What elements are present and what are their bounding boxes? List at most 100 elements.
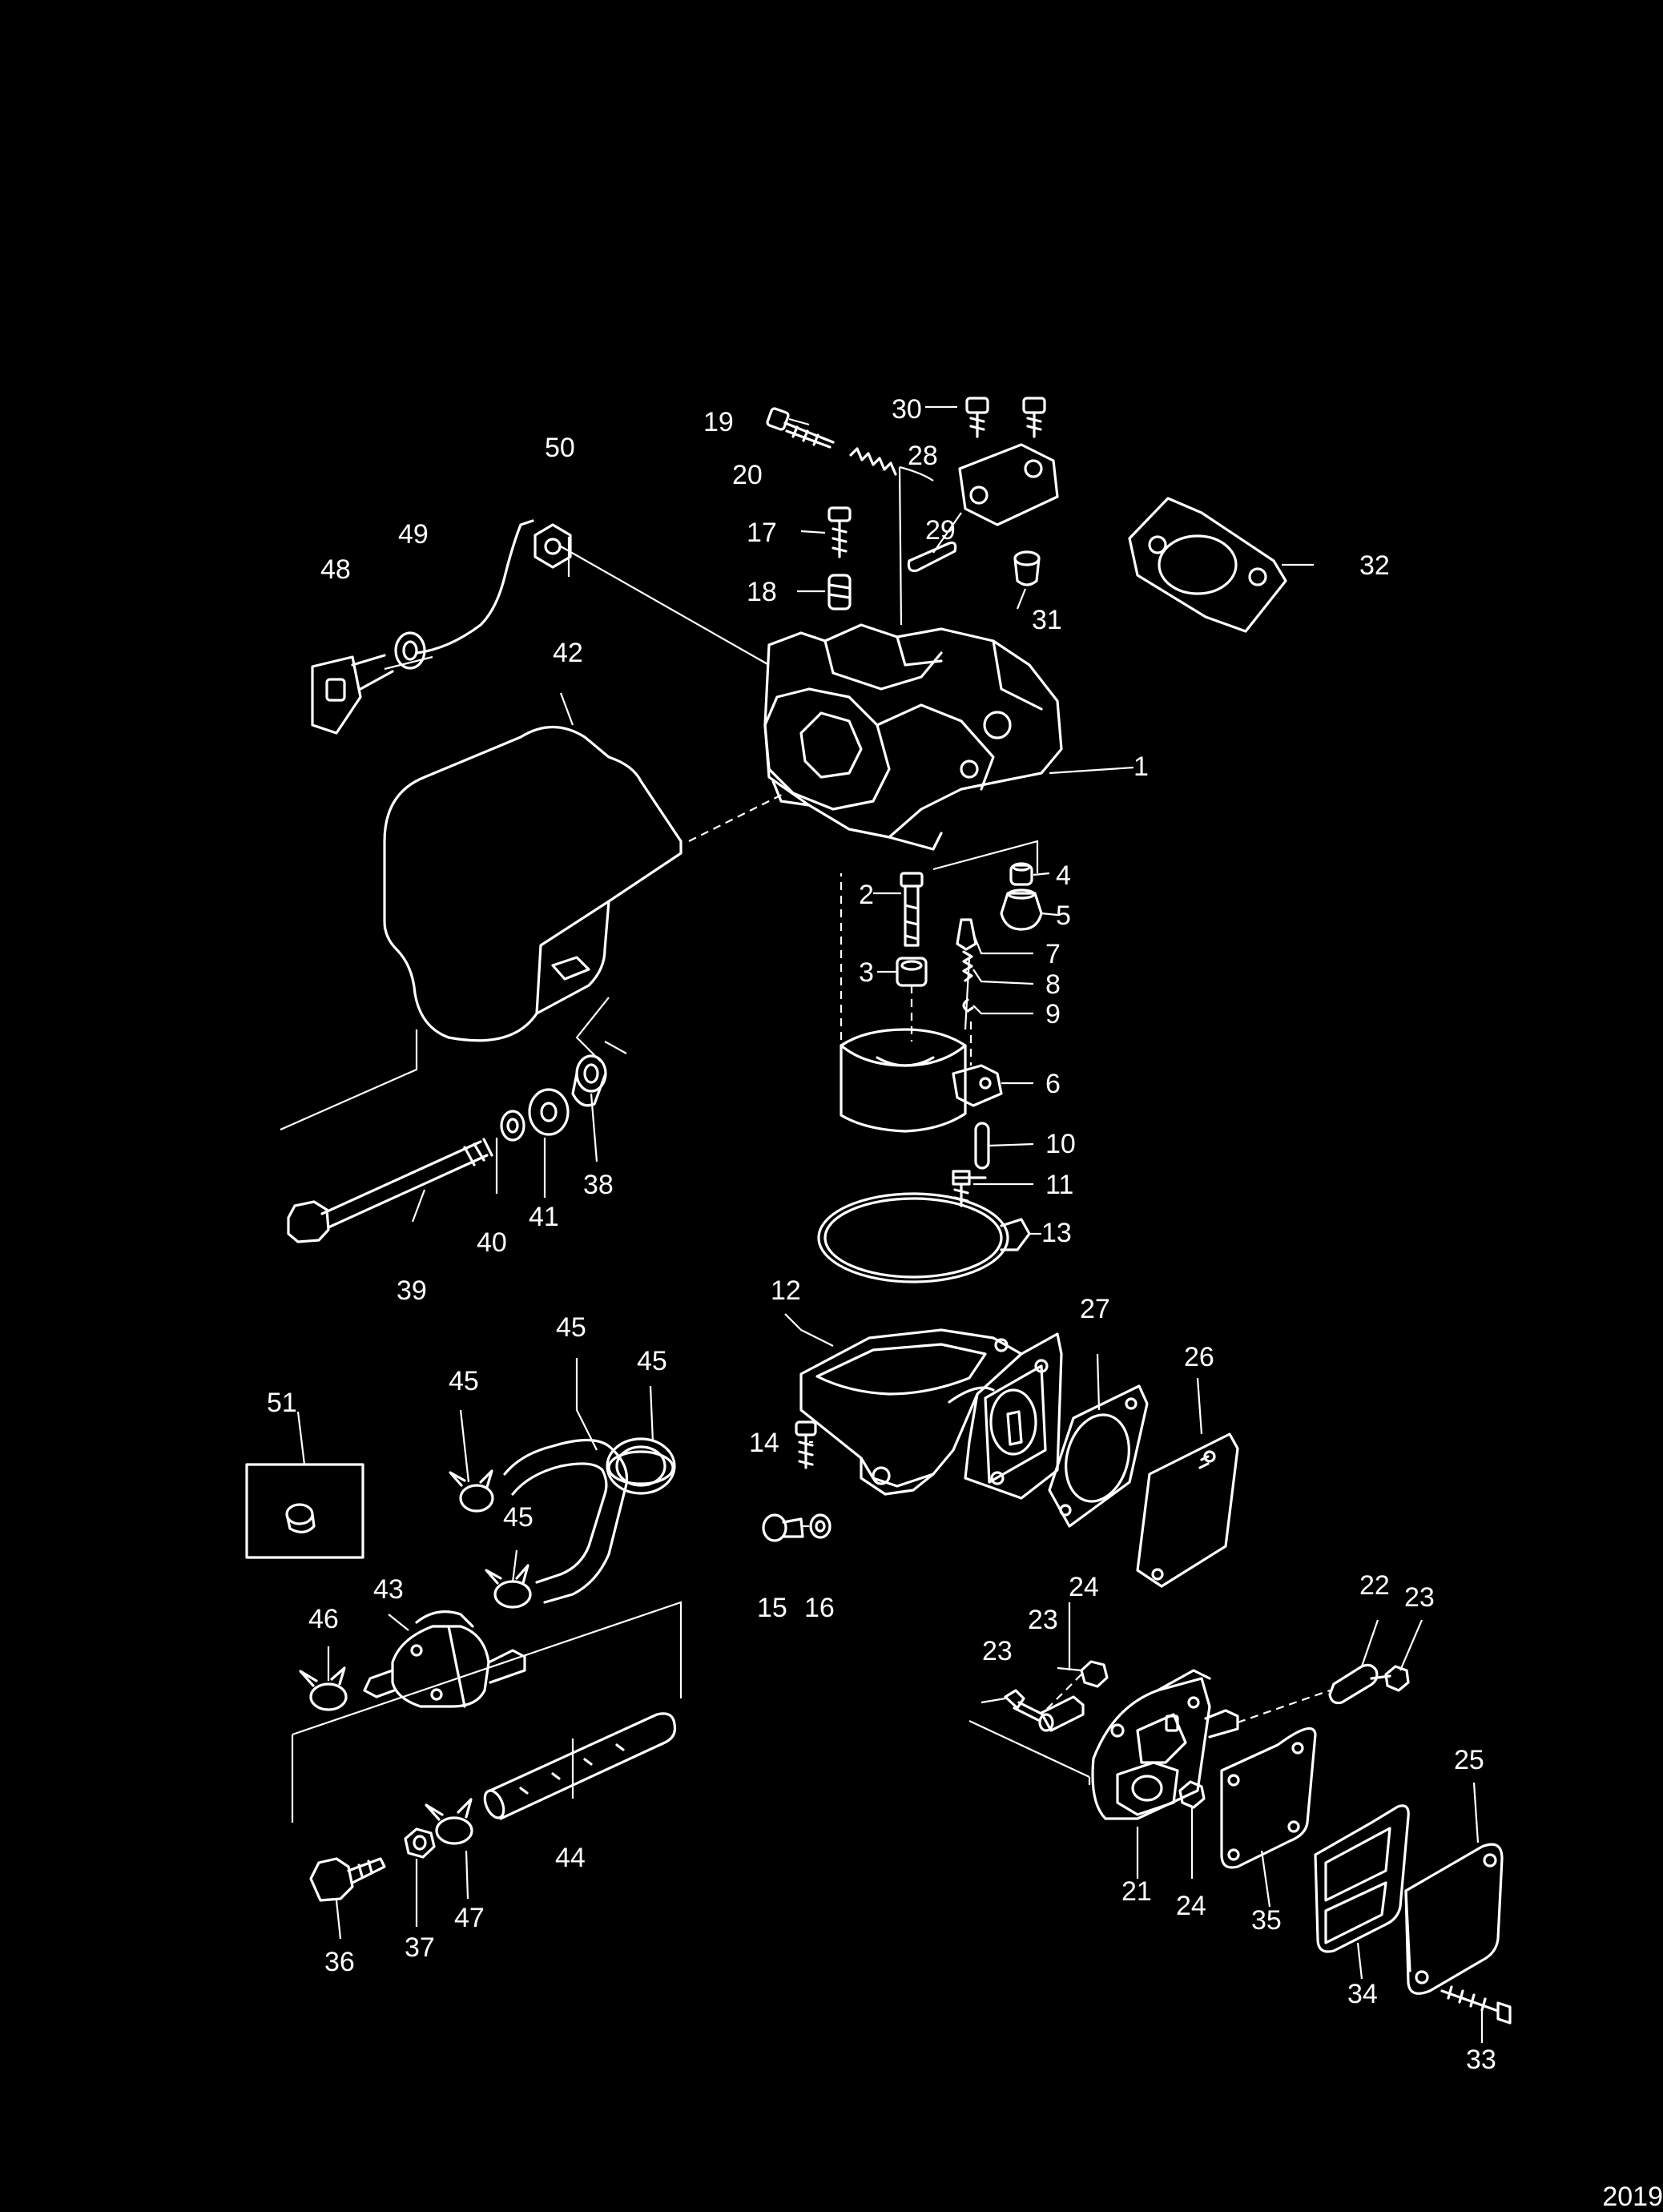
pump-fitting-axis bbox=[1237, 1689, 1331, 1724]
gasket-35 bbox=[1128, 497, 1287, 633]
nut-24-b bbox=[1178, 1780, 1206, 1809]
callout-50: 50 bbox=[545, 433, 575, 463]
callout-43: 45 bbox=[556, 1312, 586, 1343]
spring-8 bbox=[962, 950, 973, 982]
callout-6: 6 bbox=[1045, 1069, 1061, 1099]
choke-knob-48 bbox=[311, 654, 394, 735]
callout-51: 51 bbox=[267, 1388, 297, 1418]
screw-26 bbox=[1440, 1985, 1512, 2025]
inset-51 bbox=[245, 1463, 364, 1559]
callout-49: 49 bbox=[398, 519, 429, 550]
callout-40: 42 bbox=[553, 638, 583, 668]
plug-33 bbox=[1013, 550, 1041, 586]
callout-45-c: 46 bbox=[308, 1604, 339, 1634]
pilot-screw-17 bbox=[827, 506, 852, 558]
callout-26: 33 bbox=[1466, 2045, 1496, 2075]
figure-number: 2019 bbox=[1602, 2182, 1663, 2212]
hose-42 bbox=[483, 1712, 677, 1820]
nut-24-a bbox=[1080, 1660, 1109, 1688]
bushing-36 bbox=[571, 1054, 607, 1107]
main-jet-2 bbox=[900, 872, 924, 947]
gasket-30 bbox=[1048, 1384, 1149, 1528]
callout-14: 14 bbox=[749, 1428, 779, 1458]
callout-21: 21 bbox=[1121, 1876, 1152, 1907]
callout-44: 45 bbox=[637, 1346, 667, 1376]
callout-1: 1 bbox=[1133, 751, 1149, 782]
callout-2: 2 bbox=[859, 880, 874, 910]
callout-25: 25 bbox=[1454, 1745, 1484, 1775]
callout-8: 8 bbox=[1045, 969, 1061, 1000]
callout-47: 37 bbox=[405, 1932, 435, 1963]
callout-22: 22 bbox=[1359, 1570, 1390, 1601]
screw-23-c bbox=[1370, 1665, 1410, 1692]
callout-36: 38 bbox=[583, 1170, 614, 1200]
callout-30: 27 bbox=[1080, 1294, 1110, 1324]
callout-35: 32 bbox=[1359, 550, 1390, 581]
drain-plug-15 bbox=[762, 1513, 804, 1542]
part-drawings bbox=[245, 397, 1512, 2025]
silencer-cover-40 bbox=[383, 725, 683, 1042]
callout-33: 31 bbox=[1032, 605, 1062, 635]
carburetor-body bbox=[763, 623, 1063, 851]
clamp-45-a bbox=[449, 1469, 494, 1513]
callout-23-c: 23 bbox=[1404, 1582, 1435, 1613]
clamp-45-b bbox=[485, 1564, 532, 1609]
callout-labels: 19 20 30 28 17 29 18 31 32 50 49 48 42 1… bbox=[267, 394, 1496, 2075]
float-bowl-12 bbox=[799, 1328, 1023, 1496]
nut-47 bbox=[404, 1827, 436, 1859]
spring-20 bbox=[849, 447, 897, 476]
callout-12: 12 bbox=[771, 1275, 801, 1306]
spring-18 bbox=[827, 574, 852, 610]
callout-42: 44 bbox=[555, 1843, 586, 1873]
callout-32: 29 bbox=[925, 515, 956, 546]
callout-41: 43 bbox=[373, 1574, 404, 1605]
callout-10: 10 bbox=[1045, 1129, 1076, 1159]
washer-38 bbox=[500, 1110, 525, 1142]
callout-7: 7 bbox=[1045, 939, 1061, 969]
callout-18: 18 bbox=[747, 577, 777, 607]
choke-rod bbox=[415, 519, 534, 655]
callout-45-d: 47 bbox=[454, 1903, 485, 1933]
diaphragm-29 bbox=[1136, 1432, 1239, 1588]
callout-4: 4 bbox=[1056, 860, 1071, 891]
callout-9: 9 bbox=[1045, 999, 1061, 1029]
callout-29: 26 bbox=[1184, 1342, 1214, 1372]
throttle-screw-19 bbox=[766, 407, 835, 449]
valve-5 bbox=[1000, 888, 1043, 931]
float-pin-10 bbox=[974, 1122, 990, 1170]
callout-46: 36 bbox=[324, 1947, 355, 1977]
needle-7 bbox=[956, 918, 977, 951]
cover-screw-34-b bbox=[1022, 397, 1046, 438]
valve-23-b bbox=[1038, 1695, 1085, 1732]
valve-seat-4 bbox=[1009, 862, 1033, 886]
callout-16: 16 bbox=[804, 1593, 835, 1623]
callout-37: 39 bbox=[397, 1275, 427, 1306]
screw-11 bbox=[952, 1170, 987, 1207]
callout-19: 19 bbox=[703, 407, 734, 437]
fitting-46 bbox=[309, 1857, 386, 1902]
callout-27: 34 bbox=[1347, 1979, 1378, 2009]
callout-20: 20 bbox=[732, 460, 763, 490]
gasket-13 bbox=[817, 1192, 1031, 1283]
float-6 bbox=[840, 1028, 1003, 1133]
pump-cover-25 bbox=[1404, 1843, 1504, 1995]
callout-23-b: 23 bbox=[1028, 1605, 1058, 1635]
clip-50 bbox=[534, 523, 572, 569]
cover-plate bbox=[958, 397, 1059, 526]
bolt-37 bbox=[287, 1138, 493, 1243]
washer-39 bbox=[528, 1088, 570, 1136]
screw-23-a bbox=[1004, 1689, 1045, 1722]
cover-screw-34-a bbox=[965, 397, 989, 438]
washer-49 bbox=[394, 631, 426, 670]
clip-9 bbox=[962, 998, 974, 1013]
callout-5: 5 bbox=[1056, 901, 1071, 931]
callout-38: 40 bbox=[477, 1227, 507, 1258]
callout-23-a: 23 bbox=[982, 1636, 1013, 1666]
callout-39: 41 bbox=[529, 1202, 559, 1232]
gasket-27 bbox=[1314, 1804, 1410, 1953]
callout-15: 15 bbox=[757, 1593, 787, 1623]
callout-17: 17 bbox=[747, 518, 777, 548]
callout-34: 30 bbox=[892, 394, 922, 425]
callout-28: 35 bbox=[1251, 1905, 1282, 1936]
